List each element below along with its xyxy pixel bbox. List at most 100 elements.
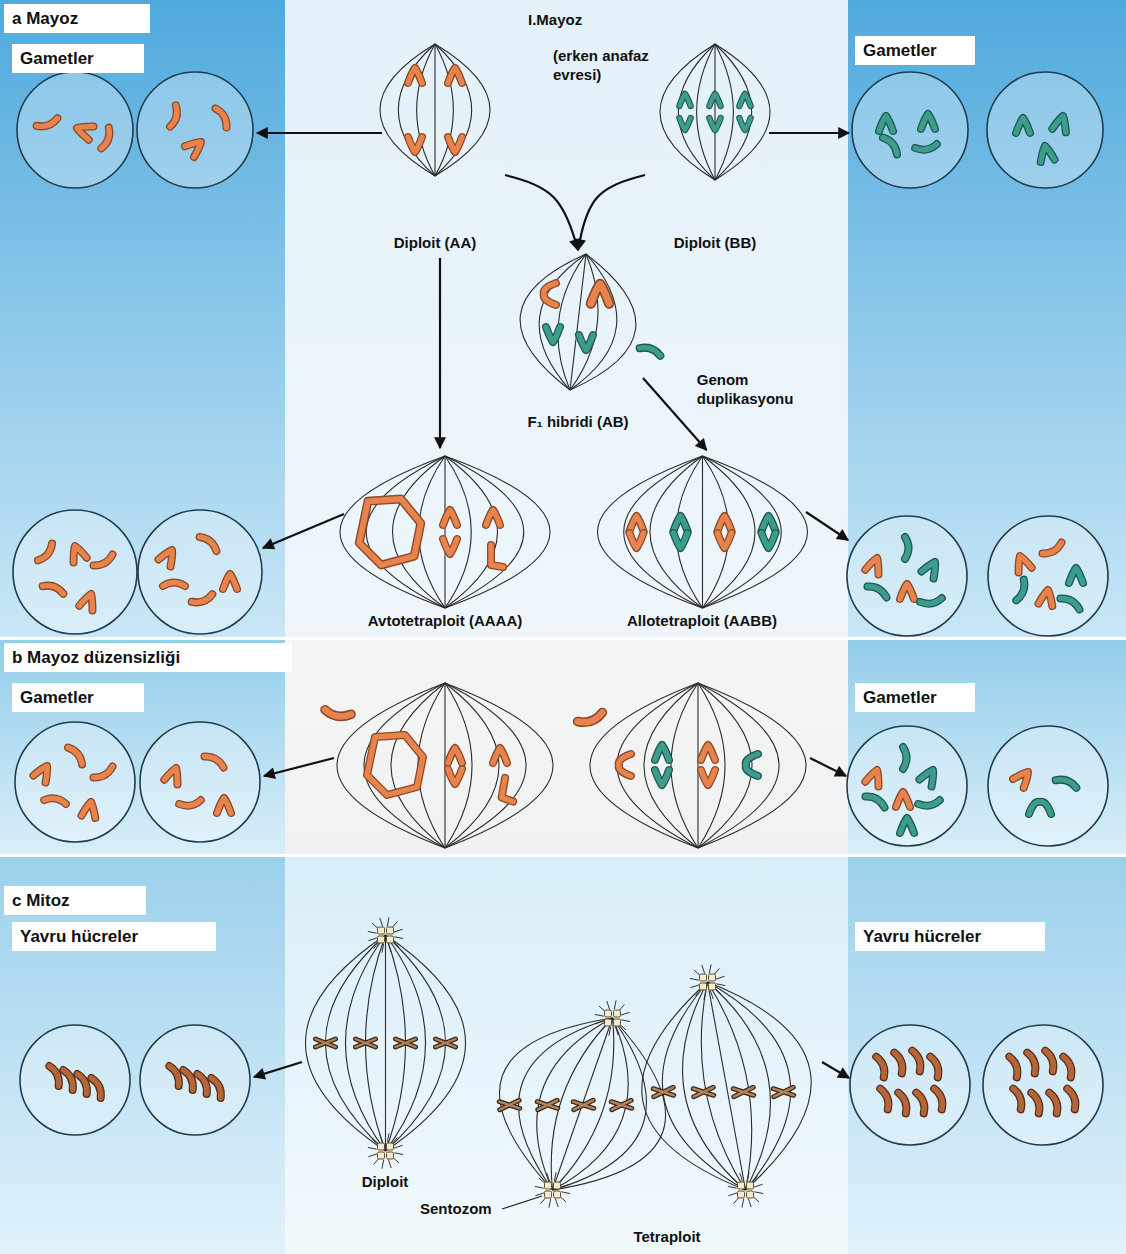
chromosome-body (1069, 568, 1083, 583)
chromosome (93, 555, 114, 569)
chromosome-outline (655, 770, 669, 785)
chromosome (896, 792, 910, 807)
chromosome-body (919, 767, 939, 787)
chromosome (93, 767, 114, 781)
chromosome (448, 68, 462, 83)
chromosome (211, 1077, 223, 1098)
centrosome (367, 917, 402, 952)
chromosome-outline (905, 537, 909, 559)
chromosome (408, 137, 422, 152)
spindle-fiber (570, 254, 617, 390)
chromosome-outline (915, 144, 937, 151)
arrow (257, 132, 382, 134)
chromosome-body (709, 118, 720, 130)
chromosome (448, 748, 462, 763)
chromosome-outline (183, 1069, 195, 1090)
chromosome-outline (158, 547, 178, 567)
centriole (746, 1191, 753, 1198)
arrow (254, 1062, 302, 1077)
chromosome (1045, 1049, 1056, 1071)
chromosome (63, 1069, 75, 1090)
chromosome-outline (918, 800, 940, 807)
astral-ray (727, 1186, 736, 1188)
arrow (810, 758, 846, 776)
chromosome (655, 770, 669, 785)
chromosome-body (867, 583, 888, 597)
chromosome-outline (211, 1077, 223, 1098)
chromosome-body (591, 284, 609, 304)
chromosome (1031, 1091, 1042, 1113)
chromosome-outline (865, 793, 886, 807)
chromosome (1038, 145, 1054, 162)
chromosome-outline (573, 1100, 594, 1109)
chromosome (865, 768, 883, 787)
chromosome (717, 516, 731, 531)
chromosome-outline (1013, 768, 1033, 788)
astral-ray (379, 1134, 382, 1143)
astral-ray (606, 1001, 609, 1010)
chromosome (1029, 802, 1051, 814)
chromosome (101, 128, 112, 150)
chromosome-body (865, 793, 886, 807)
astral-ray (754, 1192, 763, 1194)
spindle-fiber (325, 935, 385, 1151)
chromosome-outline (1029, 802, 1051, 814)
spindle-fiber (518, 1018, 612, 1190)
chromosome (573, 1100, 594, 1109)
chromosome (900, 584, 914, 599)
chromosome (930, 1055, 941, 1077)
cell-membrane (13, 510, 137, 634)
cell-drawing (298, 915, 473, 1198)
spindle-fiber (552, 1018, 612, 1190)
chromosome (916, 1091, 927, 1113)
chromosome-body (629, 533, 643, 548)
chromosome (773, 1087, 794, 1096)
centriole (708, 983, 715, 990)
chromosome (1042, 543, 1063, 557)
chromosome-outline (93, 555, 114, 569)
node-text: c Mitoz (12, 890, 138, 911)
chromosome-body (746, 754, 758, 776)
spindle-fiber (345, 935, 385, 1151)
spindle-fiber (698, 683, 725, 848)
node-text: Allotetraploit (AABB) (627, 612, 777, 630)
cell-membrane (138, 510, 262, 634)
cell-membrane (987, 72, 1103, 188)
centriole (613, 1019, 620, 1026)
chromosome-outline (761, 533, 775, 548)
chromosome (499, 1100, 520, 1109)
spindle-fiber (701, 982, 745, 1190)
chromosome-body (573, 1100, 594, 1109)
center-panel (285, 857, 848, 1254)
chromosome (921, 114, 935, 129)
chromosome-body (324, 710, 351, 719)
chromosome-outline (611, 1100, 632, 1109)
chromosome (912, 1049, 923, 1071)
gamete-cell (847, 726, 967, 846)
centriole (708, 974, 715, 981)
chromosome (919, 767, 939, 787)
chromosome-body (443, 539, 457, 554)
chromosome-outline (486, 510, 500, 525)
chromosome-outline (655, 745, 669, 760)
chromosome-body (903, 747, 907, 769)
chromosome (448, 769, 462, 784)
chromosome (200, 534, 219, 551)
spindle-fiber (435, 44, 453, 176)
chromosome (761, 516, 775, 531)
chromosome-body (1016, 118, 1030, 133)
chromosome-body (448, 769, 462, 784)
chromosome (1052, 114, 1069, 132)
chromosome-outline (1039, 589, 1055, 606)
chromosome (204, 753, 225, 767)
spindle-fiber (435, 44, 472, 176)
chromosome (653, 1087, 674, 1096)
cell-membrane (137, 72, 253, 188)
chromosome-outline (63, 1069, 75, 1090)
cell-membrane (850, 1025, 970, 1145)
chromosome (894, 1051, 905, 1073)
chromosome-outline (900, 818, 914, 833)
chromosome (33, 763, 53, 783)
chromosome-body (93, 555, 114, 569)
